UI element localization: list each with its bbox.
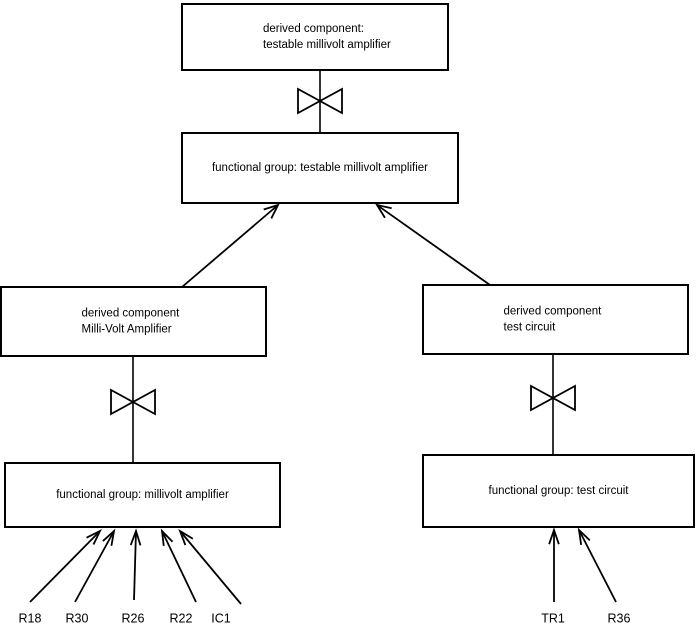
bowtie-right-right-triangle-icon [551, 384, 576, 412]
bowtie-right [530, 354, 576, 455]
arrow-r26 [129, 528, 142, 601]
leaf-arrow-layer: R18 R30 R26 R22 IC1 TR1 R36 [19, 527, 631, 625]
arrow-ic1-label: IC1 [211, 611, 231, 625]
arrow-tr1 [548, 527, 560, 602]
arrow-layer [181, 203, 491, 288]
node-right-derived[interactable]: derived component test circuit [422, 284, 689, 355]
node-right-derived-line-0: derived component [504, 306, 603, 318]
node-layer: derived component: testable millivolt amp… [0, 3, 695, 528]
node-top-derived-line-1: testable millivolt amplifier [263, 39, 391, 51]
arrow-r36 [577, 527, 617, 603]
arrow-ic1-shaft [179, 530, 242, 605]
arrow-r18-shaft [29, 530, 101, 603]
arrow-r18-head-icon [86, 529, 102, 545]
arrow-tr1-head-icon [548, 527, 560, 545]
arrow-r36-label: R36 [608, 611, 631, 625]
arrow-tr1-label: TR1 [541, 611, 565, 625]
arrow-r22-label: R22 [170, 611, 193, 625]
node-top-derived-line-0: derived component: [263, 23, 364, 35]
node-right-functional-line-0: functional group: test circuit [489, 485, 630, 497]
arrow-r30-label: R30 [66, 611, 89, 625]
bowtie-top-right-triangle-icon [318, 87, 343, 115]
arrow-ic1 [178, 528, 242, 605]
arrow-left-derived-to-top-functional-head-icon [263, 203, 280, 219]
arrow-r26-head-icon [129, 528, 142, 546]
arrow-right-derived-to-top-functional-shaft [376, 204, 491, 286]
arrow-r36-head-icon [577, 527, 591, 545]
node-right-derived-line-1: test circuit [504, 322, 557, 334]
node-top-functional[interactable]: functional group: testable millivolt amp… [181, 132, 459, 204]
bowtie-left-right-triangle-icon [131, 388, 156, 416]
node-right-functional[interactable]: functional group: test circuit [422, 454, 695, 528]
node-left-derived-line-0: derived component [82, 308, 181, 320]
bowtie-top [297, 70, 343, 133]
arrow-r18 [29, 529, 102, 603]
node-top-derived[interactable]: derived component: testable millivolt amp… [181, 3, 449, 71]
node-left-functional-line-0: functional group: millivolt amplifier [56, 489, 229, 501]
arrow-r18-label: R18 [19, 611, 42, 625]
node-left-derived-box[interactable] [0, 286, 267, 357]
node-right-derived-box[interactable] [422, 284, 689, 355]
arrow-left-derived-to-top-functional [181, 203, 280, 288]
node-left-functional-box[interactable] [4, 462, 281, 528]
node-top-functional-line-0: functional group: testable millivolt amp… [212, 162, 428, 174]
node-top-functional-box[interactable] [181, 132, 459, 204]
bowtie-left-left-triangle-icon [110, 388, 135, 416]
node-right-functional-box[interactable] [422, 454, 695, 528]
arrow-r22-head-icon [160, 528, 174, 547]
arrow-left-derived-to-top-functional-shaft [181, 204, 279, 288]
bowtie-right-left-triangle-icon [530, 384, 555, 412]
arrow-r26-label: R26 [122, 611, 145, 625]
bowtie-left [110, 356, 156, 463]
arrow-r30-shaft [74, 530, 115, 603]
arrow-r22-shaft [161, 530, 197, 603]
arrow-right-derived-to-top-functional-head-icon [375, 203, 392, 219]
arrow-r26-shaft [133, 530, 137, 601]
node-left-functional[interactable]: functional group: millivolt amplifier [4, 462, 281, 528]
arrow-r36-shaft [578, 529, 617, 603]
node-left-derived-line-1: Milli-Volt Amplifier [82, 324, 172, 336]
node-top-derived-box[interactable] [181, 3, 449, 71]
arrow-ic1-head-icon [178, 528, 194, 546]
arrow-r30 [74, 528, 116, 603]
arrow-right-derived-to-top-functional [375, 203, 491, 286]
connector-layer [110, 70, 576, 463]
bowtie-top-left-triangle-icon [297, 87, 322, 115]
arrow-r30-head-icon [102, 528, 116, 546]
arrow-r22 [160, 528, 197, 603]
